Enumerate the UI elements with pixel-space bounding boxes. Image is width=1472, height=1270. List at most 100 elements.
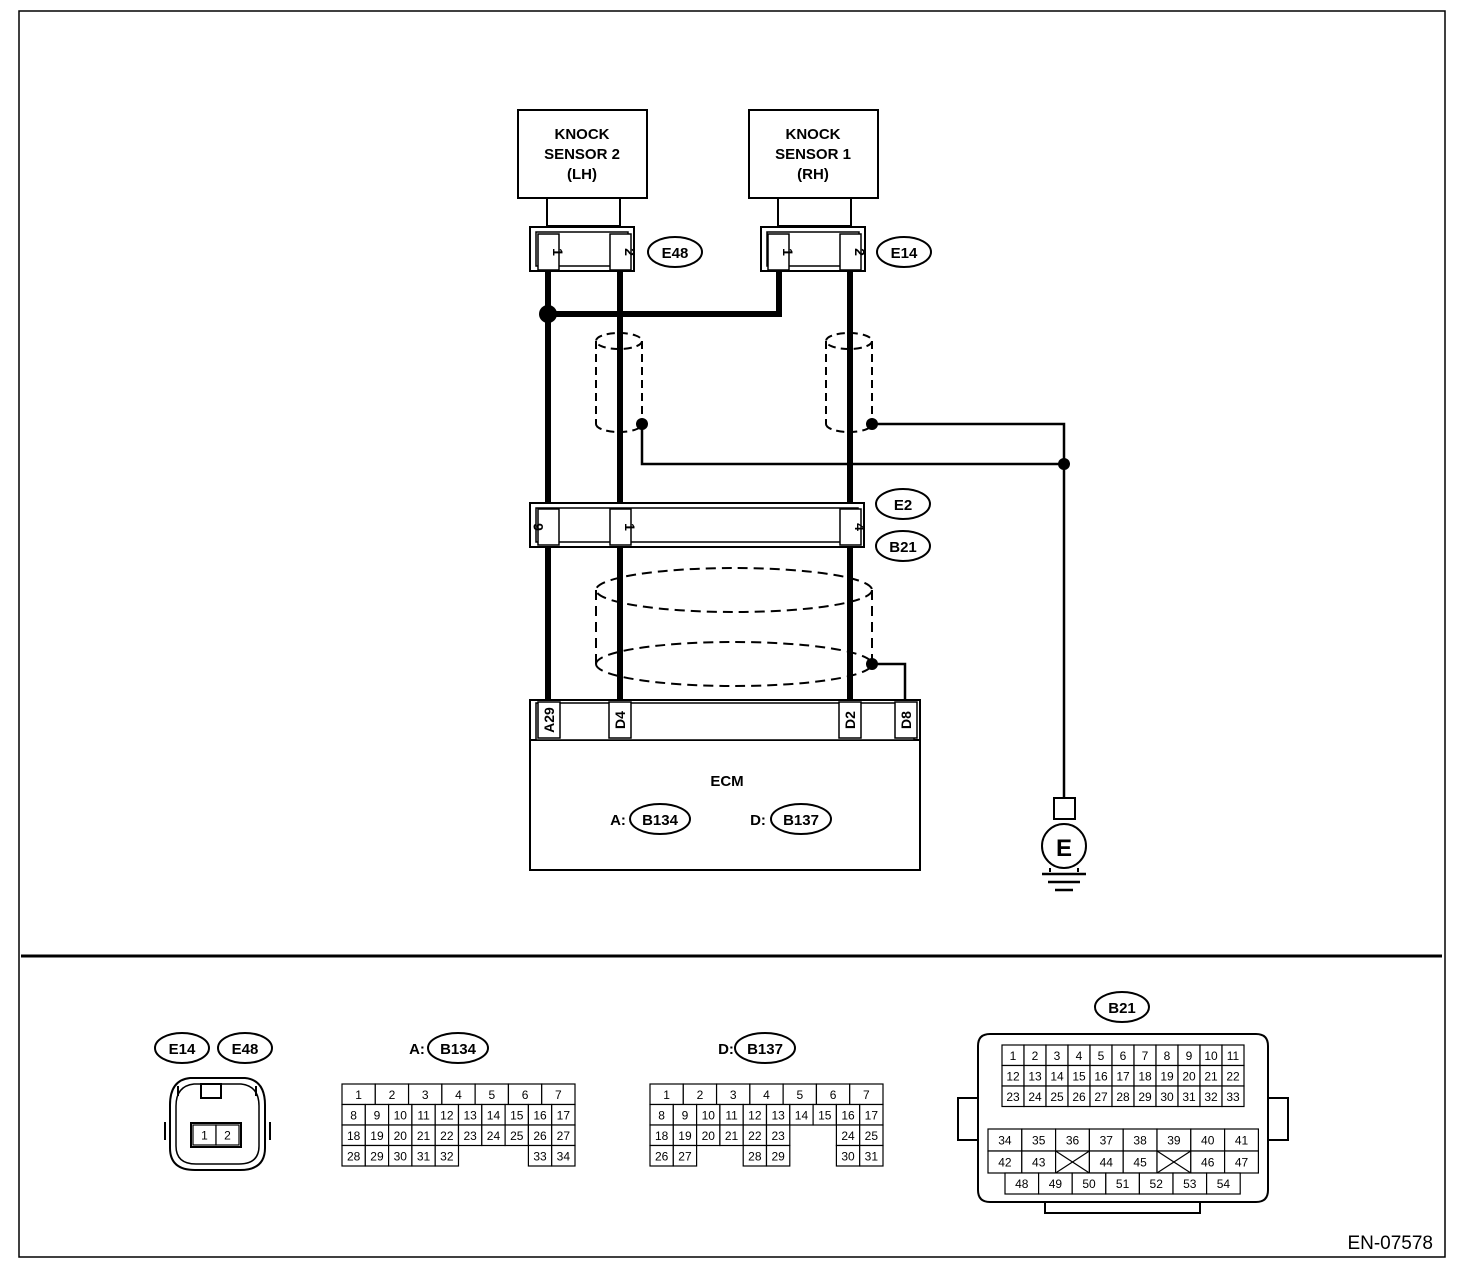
pin-number: 9 [682,1108,689,1122]
pin-number: 26 [655,1149,669,1163]
pin-number: 35 [1032,1134,1046,1148]
pin-number: 28 [347,1149,361,1163]
pin-number: 3 [1054,1049,1061,1063]
e14-pin-2: 2 [852,248,868,256]
pin-number: 10 [702,1108,716,1122]
pin-number: 14 [1050,1069,1064,1083]
ecm-conn-d-tag: B137 [783,812,819,829]
pin-number: 42 [998,1156,1012,1170]
connector-e48: 1 2 [529,226,638,272]
tag-b21: B21 [875,530,931,562]
pin-number: 30 [841,1149,855,1163]
svg-text:B134: B134 [440,1041,477,1058]
pin-number: 26 [533,1129,547,1143]
pin-number: 50 [1082,1177,1096,1191]
e48-pin-2: 2 [622,248,638,256]
pin-number: 13 [771,1108,785,1122]
b21-housing [957,1033,1289,1214]
connector-e2-b21: 6 1 4 [529,502,868,548]
pin-number: 14 [795,1108,809,1122]
pin-number: 51 [1116,1177,1130,1191]
shield-sensor-2 [595,332,643,433]
ground-icon: E [1041,797,1087,892]
blank-cavity-mark [1156,1150,1192,1174]
pin-cell [1221,1085,1245,1108]
pin-number: 4 [455,1088,462,1102]
pin-number: 15 [510,1108,524,1122]
pin-number: 20 [702,1129,716,1143]
pin-number: 6 [522,1088,529,1102]
pin-number: 8 [1164,1049,1171,1063]
pin-number: 21 [1204,1069,1218,1083]
pin-number: 2 [1032,1049,1039,1063]
view-tag-e48: E48 [232,1041,259,1058]
ecm-conn-a-tag: B134 [642,812,679,829]
pin-number: 16 [1094,1069,1108,1083]
ecm-conn-d-prefix: D: [750,812,766,829]
pin-number: 20 [1182,1069,1196,1083]
ecm-module: A29 D4 D2 D8 ECM A: B134 D: B137 [529,699,921,871]
b134-prefix: A: [409,1041,425,1058]
e2-pin-1: 1 [622,523,638,531]
pin-number: 44 [1100,1156,1114,1170]
pin-number: 31 [1182,1090,1196,1104]
pin-number: 16 [841,1108,855,1122]
pin-number: 5 [488,1088,495,1102]
pin-number: 4 [763,1088,770,1102]
ecm-pin-d2: D2 [842,711,858,729]
pin-number: 2 [389,1088,396,1102]
knock-sensor-1-line3: (RH) [797,166,829,183]
tag-e2: E2 [875,488,931,520]
pin-number: 29 [771,1149,785,1163]
pin-number: 1 [201,1129,208,1143]
pin-number: 49 [1049,1177,1063,1191]
ground-junction [1058,458,1070,470]
pin-number: 6 [1120,1049,1127,1063]
pin-number: 11 [725,1108,738,1122]
pin-number: 19 [370,1129,384,1143]
pin-number: 8 [350,1108,357,1122]
pin-number: 18 [1138,1069,1152,1083]
pin-number: 11 [1227,1049,1240,1063]
e14-pin-1: 1 [780,248,796,256]
ecm-conn-a-prefix: A: [610,812,626,829]
connector-e14: 1 2 [760,226,868,272]
pin-number: 22 [748,1129,762,1143]
pin-number: 31 [417,1149,431,1163]
pin-number: 5 [1098,1049,1105,1063]
pin-cell [765,1144,791,1167]
pin-number: 45 [1133,1156,1147,1170]
tag-e48: E48 [647,236,703,268]
pin-number: 13 [1028,1069,1042,1083]
pin-number: 36 [1066,1134,1080,1148]
pin-number: 6 [830,1088,837,1102]
pin-number: 15 [1072,1069,1086,1083]
pin-cell [1205,1172,1241,1195]
view-tag-e14: E14 [169,1041,196,1058]
pin-number: 12 [1006,1069,1020,1083]
knock-sensor-2-line1: KNOCK [555,126,610,143]
pin-number: 23 [1006,1090,1020,1104]
shield-drain-point [866,658,878,670]
knock-sensor-1-line2: SENSOR 1 [775,146,851,163]
pin-number: 13 [463,1108,477,1122]
pin-number: 9 [1186,1049,1193,1063]
knock-sensor-1-box: KNOCK SENSOR 1 (RH) [748,109,879,227]
ground-label: E [1056,835,1072,862]
pin-number: 12 [748,1108,762,1122]
pin-number: 2 [697,1088,704,1102]
pin-number: 28 [748,1149,762,1163]
pin-number: 33 [533,1149,547,1163]
svg-text:B21: B21 [1108,1000,1136,1017]
pin-number: 8 [658,1108,665,1122]
pin-number: 5 [796,1088,803,1102]
pin-cell [434,1144,460,1167]
pin-number: 12 [440,1108,454,1122]
pin-number: 43 [1032,1156,1046,1170]
pin-number: 1 [663,1088,670,1102]
knock-sensor-2-box: KNOCK SENSOR 2 (LH) [517,109,648,227]
shield-sensor-1 [825,332,873,433]
pin-number: 7 [1142,1049,1149,1063]
